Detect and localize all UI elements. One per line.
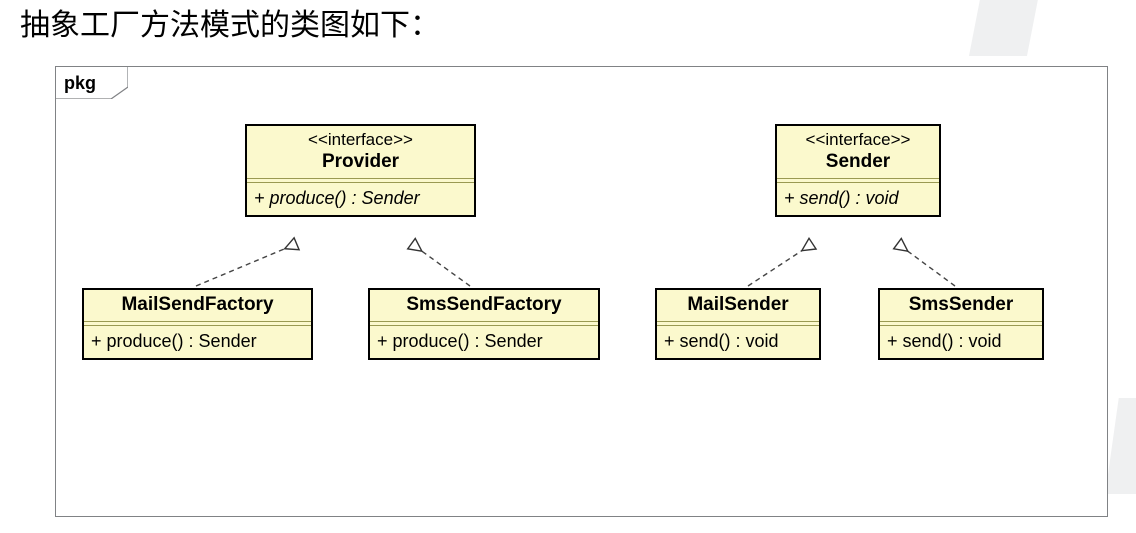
package-tab-edge-icon [55, 66, 128, 99]
package-tab [55, 66, 128, 99]
class-box-mailsendfactory[interactable]: MailSendFactory + produce() : Sender [82, 288, 313, 360]
class-name: MailSendFactory [121, 294, 274, 315]
compartment-separator [657, 321, 819, 326]
stereotype-label: <<interface>> [805, 130, 911, 149]
class-member: + produce() : Sender [91, 331, 257, 351]
class-member: + produce() : Sender [377, 331, 543, 351]
class-header: SmsSendFactory [370, 290, 598, 321]
compartment-separator [777, 178, 939, 183]
compartment-separator [84, 321, 311, 326]
class-member: + send() : void [887, 331, 1002, 351]
compartment-separator [247, 178, 474, 183]
slide-decoration-bottom-right [1105, 398, 1136, 494]
class-name: Provider [321, 151, 400, 172]
class-name: SmsSendFactory [406, 294, 562, 315]
slide-decoration-top-right [968, 0, 1040, 56]
class-member: + send() : void [664, 331, 779, 351]
compartment-separator [880, 321, 1042, 326]
class-name: Sender [825, 151, 891, 172]
class-box-smssender[interactable]: SmsSender + send() : void [878, 288, 1044, 360]
class-box-sender[interactable]: <<interface>> Sender + send() : void [775, 124, 941, 217]
class-header: <<interface>> Provider [247, 126, 474, 178]
class-member: + send() : void [784, 188, 899, 208]
compartment-separator [370, 321, 598, 326]
class-box-smssendfactory[interactable]: SmsSendFactory + produce() : Sender [368, 288, 600, 360]
class-name: SmsSender [908, 294, 1014, 315]
class-member: + produce() : Sender [254, 188, 420, 208]
class-box-provider[interactable]: <<interface>> Provider + produce() : Sen… [245, 124, 476, 217]
class-box-mailsender[interactable]: MailSender + send() : void [655, 288, 821, 360]
class-header: SmsSender [880, 290, 1042, 321]
class-header: MailSendFactory [84, 290, 311, 321]
page-title: 抽象工厂方法模式的类图如下： [20, 9, 440, 42]
stereotype-label: <<interface>> [308, 130, 413, 149]
package-tab-label: pkg [64, 73, 97, 93]
class-name: MailSender [687, 294, 789, 315]
class-header: <<interface>> Sender [777, 126, 939, 178]
class-header: MailSender [657, 290, 819, 321]
